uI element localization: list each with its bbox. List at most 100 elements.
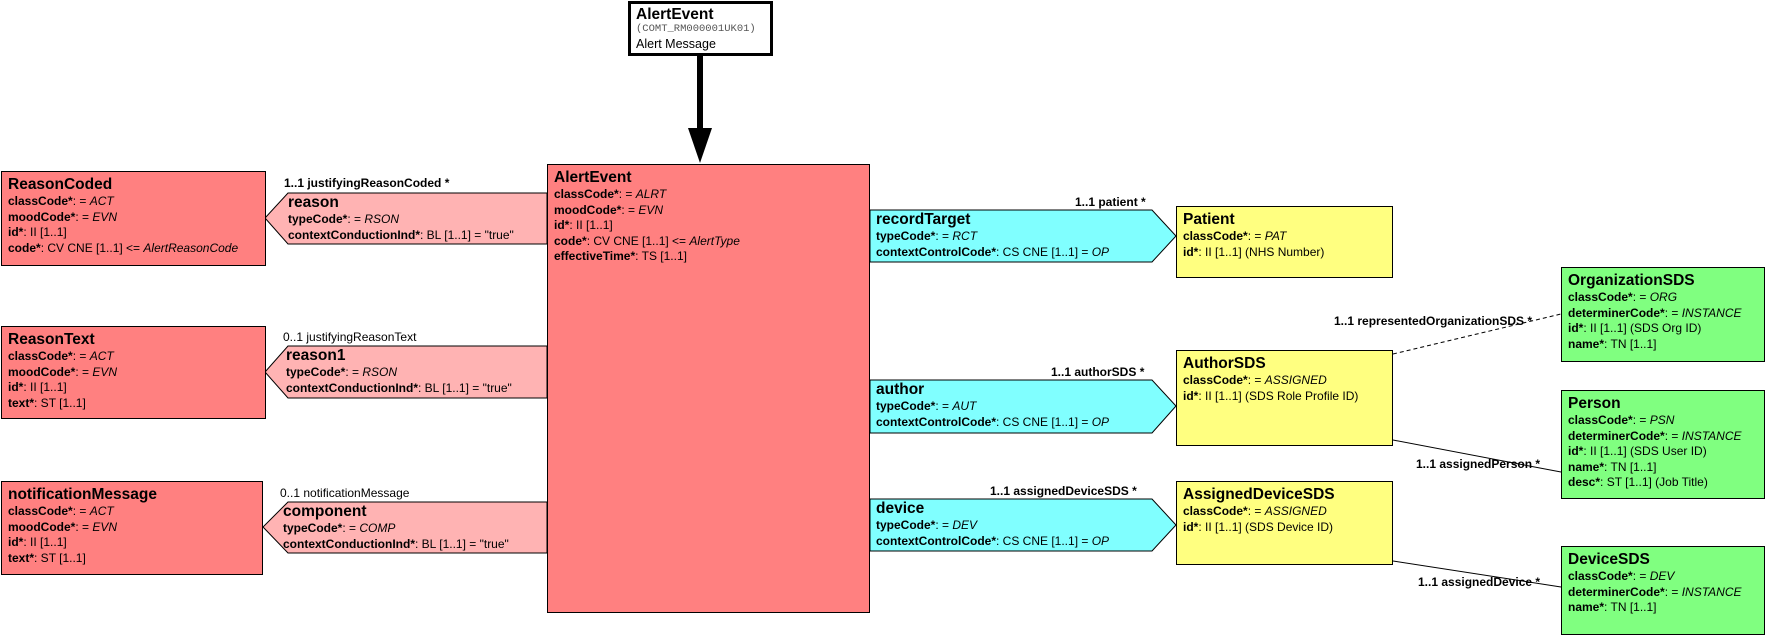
record-target-shape: [869, 209, 1177, 263]
attribute-name: classCode*: [1183, 229, 1248, 243]
attribute-row: contextControlCode*: CS CNE [1..1] = OP: [876, 245, 1109, 261]
attribute-value: : =: [1632, 290, 1650, 304]
attribute-value: : =: [935, 399, 953, 413]
attribute-row: contextConductionInd*: BL [1..1] = "true…: [283, 537, 509, 553]
attribute-row: name*: TN [1..1]: [1568, 337, 1758, 353]
attribute-value: : =: [345, 365, 363, 379]
attribute-value-italic: ALRT: [635, 187, 667, 201]
attribute-value: : =: [1664, 584, 1682, 599]
attribute-value: : =: [1247, 229, 1265, 243]
attribute-row: id*: II [1..1]: [8, 225, 259, 241]
attribute-name: code*: [8, 240, 41, 255]
attribute-value: : =: [1632, 413, 1650, 427]
attribute-name: classCode*: [1183, 373, 1248, 387]
attribute-name: classCode*: [8, 504, 73, 518]
attribute-name: typeCode*: [283, 521, 343, 535]
assigned-device-sds-box: AssignedDeviceSDS classCode*: = ASSIGNED…: [1176, 481, 1393, 565]
attribute-name: name*: [1568, 336, 1605, 351]
attribute-name: id*: [1183, 388, 1199, 403]
attribute-value-italic: PSN: [1649, 413, 1675, 427]
attribute-value-italic: EVN: [92, 209, 118, 224]
attribute-row: text*: ST [1..1]: [8, 551, 256, 567]
device-title: device: [876, 500, 925, 517]
attribute-value: : BL [1..1] = "true": [415, 536, 509, 551]
assigned-person-connector: [1392, 439, 1562, 473]
attribute-value-italic: DEV: [952, 518, 978, 532]
attribute-name: contextControlCode*: [876, 244, 996, 259]
alert-event-title: AlertEvent: [554, 169, 632, 186]
attribute-row: moodCode*: = EVN: [554, 203, 863, 219]
attribute-name: name*: [1568, 600, 1605, 614]
attribute-value: : ST [1..1] (Job Title): [1600, 475, 1708, 489]
attribute-row: contextControlCode*: CS CNE [1..1] = OP: [876, 415, 1109, 431]
attribute-row: classCode*: = ASSIGNED: [1183, 373, 1386, 389]
attribute-value: : II [1..1]: [569, 218, 613, 232]
attribute-value: : =: [72, 504, 90, 518]
attribute-value: : CS CNE [1..1] =: [996, 414, 1092, 429]
attribute-value: : II [1..1] (NHS Number): [1198, 244, 1325, 259]
attribute-value: : =: [1632, 569, 1650, 583]
attribute-value: : =: [1247, 504, 1265, 518]
attribute-name: contextControlCode*: [876, 533, 996, 548]
attribute-row: typeCode*: = COMP: [283, 521, 509, 537]
attribute-name: code*: [554, 233, 587, 248]
attribute-name: id*: [8, 535, 24, 549]
attribute-name: desc*: [1568, 475, 1601, 489]
notification-message-title: notificationMessage: [8, 486, 157, 503]
attribute-value-italic: RSON: [362, 365, 398, 379]
entry-point-box: AlertEvent (COMT_RM000001UK01) Alert Mes…: [628, 1, 773, 56]
attribute-row: effectiveTime*: TS [1..1]: [554, 249, 863, 265]
attribute-value: : =: [342, 521, 360, 535]
attribute-value: : =: [72, 349, 90, 363]
attribute-value-italic: AlertType: [689, 233, 740, 248]
attribute-row: id*: II [1..1] (SDS Role Profile ID): [1183, 389, 1386, 405]
entry-arrow-head: [688, 128, 712, 163]
attribute-name: classCode*: [8, 349, 73, 363]
attribute-row: id*: II [1..1]: [554, 218, 863, 234]
attribute-name: id*: [8, 380, 24, 394]
reason-coded-title: ReasonCoded: [8, 176, 113, 193]
attribute-value: : CS CNE [1..1] =: [996, 533, 1092, 548]
attribute-row: classCode*: = ACT: [8, 504, 256, 520]
attribute-name: id*: [1568, 321, 1584, 335]
attribute-name: classCode*: [1568, 569, 1633, 583]
attribute-value: : II [1..1] (SDS User ID): [1583, 444, 1707, 458]
attribute-row: classCode*: = ALRT: [554, 187, 863, 203]
attribute-name: classCode*: [554, 187, 619, 201]
device-shape: [869, 498, 1177, 552]
attribute-row: code*: CV CNE [1..1] <= AlertReasonCode: [8, 241, 259, 257]
attribute-value: : CV CNE [1..1] <=: [586, 233, 690, 248]
attribute-value-italic: ASSIGNED: [1264, 373, 1327, 387]
attribute-value-italic: EVN: [92, 364, 118, 379]
record-target-role-label: 1..1 patient *: [1075, 195, 1146, 209]
attribute-value: : =: [75, 519, 93, 534]
attribute-value: : =: [935, 229, 953, 243]
attribute-row: classCode*: = ACT: [8, 194, 259, 210]
attribute-value: : =: [1664, 428, 1682, 443]
attribute-value: : ST [1..1]: [34, 550, 86, 565]
attribute-row: contextConductionInd*: BL [1..1] = "true…: [288, 228, 514, 244]
entry-code: (COMT_RM000001UK01): [636, 23, 756, 35]
represented-org-connector: [1392, 313, 1562, 355]
attribute-value-italic: ACT: [89, 504, 114, 518]
person-title: Person: [1568, 395, 1621, 412]
attribute-row: text*: ST [1..1]: [8, 396, 259, 412]
attribute-name: classCode*: [1568, 290, 1633, 304]
attribute-name: contextControlCode*: [876, 414, 996, 429]
assigned-person-label: 1..1 assignedPerson *: [1416, 457, 1541, 471]
component-title: component: [283, 503, 367, 520]
attribute-name: effectiveTime*: [554, 249, 636, 263]
attribute-row: classCode*: = PAT: [1183, 229, 1386, 245]
attribute-value: : =: [347, 212, 365, 226]
attribute-row: classCode*: = ORG: [1568, 290, 1758, 306]
attribute-name: typeCode*: [876, 518, 936, 532]
attribute-value: : II [1..1]: [23, 380, 67, 394]
